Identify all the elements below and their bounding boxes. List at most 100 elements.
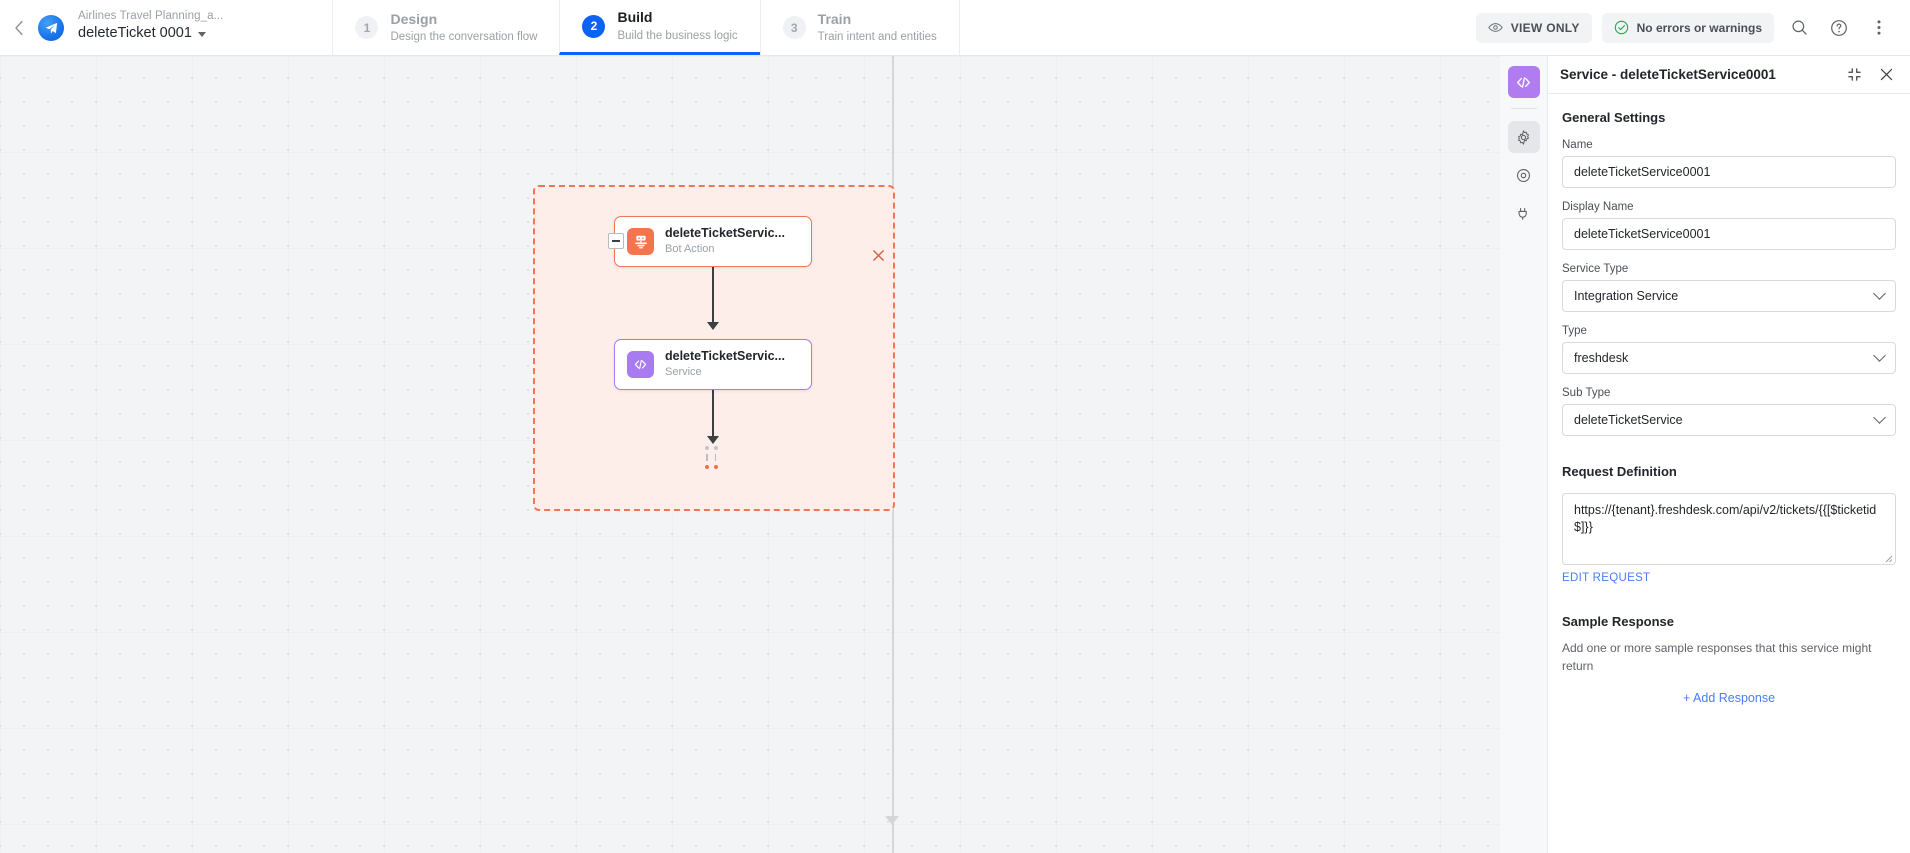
status-badge[interactable]: No errors or warnings [1601,12,1774,43]
project-name: Airlines Travel Planning_a... [78,10,224,22]
field-name: Name [1562,139,1896,188]
rail-item-connections[interactable] [1508,197,1540,229]
field-display-name: Display Name [1562,201,1896,250]
plug-icon [1518,207,1527,220]
node-service-subtitle: Service [665,366,702,379]
rail-item-code-view[interactable] [1507,66,1540,98]
step-build[interactable]: 2 Build Build the business logic [559,0,760,55]
status-label: No errors or warnings [1636,20,1762,35]
top-bar: Airlines Travel Planning_a... deleteTick… [0,0,1910,56]
field-type: Type freshdesk [1562,325,1896,374]
tick-icon [714,454,716,461]
edge-service-to-end [712,390,714,442]
type-select[interactable]: freshdesk [1562,342,1896,374]
service-settings-panel: Service - deleteTicketService0001 Genera… [1548,56,1910,853]
target-icon [1516,168,1531,182]
paper-plane-icon [45,22,57,34]
field-service-type: Service Type Integration Service [1562,263,1896,312]
workflow-steps: 1 Design Design the conversation flow 2 … [332,0,960,55]
panel-collapse-button[interactable] [1844,65,1864,85]
search-icon [1791,20,1807,35]
panel-title: Service - deleteTicketService0001 [1560,67,1776,82]
step-train[interactable]: 3 Train Train intent and entities [759,0,960,55]
code-icon [1517,76,1530,88]
edge-bot-to-service [712,267,714,329]
panel-header: Service - deleteTicketService0001 [1548,56,1910,94]
connector-dots-grey [705,446,718,450]
rail-item-settings[interactable] [1507,121,1540,153]
dot-icon [705,446,709,450]
node-service[interactable]: deleteTicketServic... Service [614,339,812,390]
rail-item-instance[interactable] [1508,159,1540,191]
flow-name-label: deleteTicket 0001 [78,25,192,41]
request-definition-textarea[interactable]: https://{tenant}.freshdesk.com/api/v2/ti… [1562,493,1896,565]
chevron-down-icon [1873,287,1886,300]
paper-plane-logo [38,15,64,41]
bot-icon [627,228,654,255]
connector-ticks [705,454,718,461]
dot-icon [714,465,718,469]
collapse-icon [1847,68,1861,81]
eye-icon [1487,23,1503,32]
step-design-title: Design [390,10,438,27]
name-input[interactable] [1562,156,1896,188]
group-close-button[interactable] [868,245,888,265]
more-vertical-icon [1877,20,1881,35]
tick-icon [706,454,708,461]
flow-spine-arrow [885,816,899,825]
dot-icon [714,446,718,450]
connector-dots-red [705,465,718,469]
gear-icon [1518,129,1529,145]
sample-response-title: Sample Response [1562,614,1674,629]
flow-name-dropdown[interactable]: deleteTicket 0001 [78,24,223,43]
panel-body: General Settings Name Display Name Servi… [1548,94,1910,853]
rail-divider [1510,108,1537,109]
help-circle-icon [1831,19,1847,36]
node-bot-action[interactable]: deleteTicketServic... Bot Action [614,216,812,267]
service-type-label: Service Type [1562,263,1629,275]
flow-canvas[interactable]: deleteTicketServic... Bot Action deleteT… [0,56,1500,853]
step-train-title: Train [817,10,852,27]
type-value: freshdesk [1574,351,1629,365]
flow-end-connector[interactable] [705,446,718,473]
dot-icon [705,465,709,469]
type-label: Type [1562,325,1587,337]
edit-request-link[interactable]: EDIT REQUEST [1562,572,1651,584]
more-options-button[interactable] [1864,13,1894,43]
step-build-subtitle: Build the business logic [617,29,738,42]
close-icon [872,249,884,261]
panel-close-button[interactable] [1876,65,1896,85]
title-block: Airlines Travel Planning_a... deleteTick… [78,0,223,55]
step-train-subtitle: Train intent and entities [817,31,937,44]
check-circle-icon [1614,20,1628,35]
service-type-select[interactable]: Integration Service [1562,280,1896,312]
resize-handle-icon[interactable] [1883,553,1893,563]
sub-type-value: deleteTicketService [1574,413,1683,427]
chevron-left-icon [15,20,23,35]
code-icon [627,351,654,378]
panel-icon-rail [1500,56,1548,853]
code-glyph [634,359,647,370]
edge-arrow-2 [707,436,719,444]
step-design[interactable]: 1 Design Design the conversation flow [332,0,559,55]
display-name-label: Display Name [1562,201,1634,213]
group-collapse-button[interactable] [608,233,624,249]
bot-glyph [634,235,647,248]
view-only-label: VIEW ONLY [1510,20,1580,35]
view-only-badge[interactable]: VIEW ONLY [1475,12,1592,43]
step-build-title: Build [617,9,653,26]
add-response-link[interactable]: + Add Response [1682,691,1776,705]
display-name-input[interactable] [1562,218,1896,250]
back-button[interactable] [0,0,38,55]
close-icon [1880,68,1892,81]
top-bar-actions: VIEW ONLY No errors or warnings [1475,0,1910,55]
help-button[interactable] [1824,13,1854,43]
search-button[interactable] [1784,13,1814,43]
node-bot-action-subtitle: Bot Action [665,243,715,256]
sub-type-select[interactable]: deleteTicketService [1562,404,1896,436]
chevron-down-icon [197,32,206,37]
step-design-number: 1 [355,16,379,39]
node-service-title: deleteTicketServic... [665,349,785,364]
request-definition-title: Request Definition [1562,464,1677,479]
field-sub-type: Sub Type deleteTicketService [1562,387,1896,436]
